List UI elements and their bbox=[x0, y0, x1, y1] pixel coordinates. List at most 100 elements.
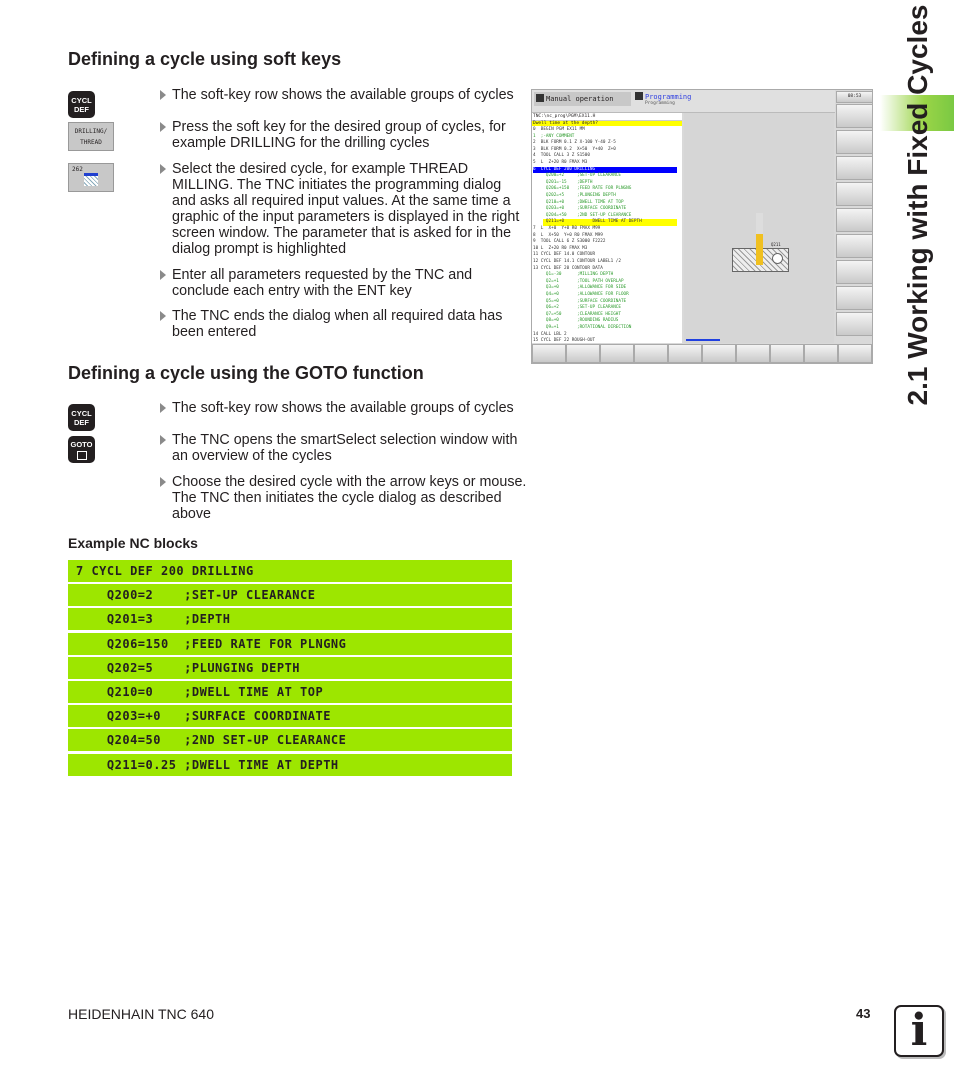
drill-tool bbox=[756, 213, 763, 265]
key-label: CYCL bbox=[71, 95, 92, 105]
program-line: Q200=+2 ;SET-UP CLEARANCE bbox=[533, 173, 621, 179]
arrow-icon bbox=[160, 90, 166, 100]
mode-label: Programming bbox=[645, 93, 692, 101]
horizontal-softkey[interactable] bbox=[804, 344, 838, 363]
vertical-softkey[interactable] bbox=[836, 260, 872, 284]
step-text: The TNC ends the dialog when all require… bbox=[172, 308, 503, 340]
vertical-softkey[interactable] bbox=[836, 130, 872, 154]
program-line: Q206=+150 ;FEED RATE FOR PLNGNG bbox=[533, 186, 632, 192]
program-line: Q5=+0 ;SURFACE COORDINATE bbox=[533, 298, 627, 304]
step-text: The TNC opens the smartSelect selection … bbox=[172, 432, 518, 464]
vertical-softkey[interactable] bbox=[836, 182, 872, 206]
nc-block-line: Q206=150 ;FEED RATE FOR PLNGNG bbox=[68, 632, 512, 655]
info-glyph: i bbox=[910, 1005, 928, 1056]
drilling-thread-softkey: DRILLING/THREAD bbox=[68, 122, 114, 151]
cycle-262-softkey: 262 bbox=[68, 163, 114, 192]
arrow-icon bbox=[160, 164, 166, 174]
chapter-tab bbox=[880, 95, 954, 131]
step: Press the soft key for the desired group… bbox=[158, 119, 528, 151]
horizontal-softkey[interactable] bbox=[600, 344, 634, 363]
program-line: Q204=+50 ;2ND SET-UP CLEARANCE bbox=[533, 212, 632, 218]
horizontal-softkey[interactable] bbox=[702, 344, 736, 363]
softkey-label: DRILLING/ bbox=[74, 127, 108, 135]
help-graphic: Q211 bbox=[684, 113, 834, 343]
vertical-softkey[interactable] bbox=[836, 208, 872, 232]
thread-mill-icon bbox=[84, 173, 98, 186]
step-text: Select the desired cycle, for example TH… bbox=[172, 161, 520, 257]
step-text: The soft-key row shows the available gro… bbox=[172, 400, 514, 416]
program-line: Q7=+50 ;CLEARANCE HEIGHT bbox=[533, 311, 621, 317]
arrow-icon bbox=[160, 270, 166, 280]
horizontal-softkey[interactable] bbox=[634, 344, 668, 363]
nc-block-line: Q200=2 ;SET-UP CLEARANCE bbox=[68, 584, 512, 607]
program-line: Q202=+5 ;PLUNGING DEPTH bbox=[533, 193, 616, 198]
vertical-softkey[interactable] bbox=[836, 156, 872, 180]
program-line: 4 TOOL CALL 3 Z S1500 bbox=[533, 153, 590, 159]
program-line: 2 BLK FORM 0.1 Z X-100 Y-40 Z-5 bbox=[533, 140, 616, 146]
dialog-prompt: Dwell time at the depth? bbox=[532, 121, 682, 126]
program-line: Q9=+1 ;ROTATIONAL DIRECTION bbox=[533, 325, 632, 330]
section-title-goto: Defining a cycle using the GOTO function bbox=[68, 363, 424, 383]
program-line: 3 BLK FORM 0.2 X+50 Y+40 Z+0 bbox=[533, 146, 616, 152]
horizontal-softkey[interactable] bbox=[566, 344, 600, 363]
nc-block-line: Q202=5 ;PLUNGING DEPTH bbox=[68, 656, 512, 679]
program-line: 15 CYCL DEF 22 ROUGH-OUT bbox=[533, 338, 596, 344]
page-number: 43 bbox=[856, 1006, 871, 1021]
horizontal-softkey[interactable] bbox=[770, 344, 804, 363]
footer-product: HEIDENHAIN TNC 640 bbox=[68, 1006, 215, 1022]
arrow-icon bbox=[160, 403, 166, 413]
nc-block-line: Q211=0.25 ;DWELL TIME AT DEPTH bbox=[68, 753, 512, 776]
horizontal-softkey[interactable] bbox=[668, 344, 702, 363]
horizontal-softkey[interactable] bbox=[736, 344, 770, 363]
step: Select the desired cycle, for example TH… bbox=[158, 161, 528, 257]
program-line: Q210=+0 ;DWELL TIME AT TOP bbox=[533, 199, 624, 205]
horizontal-softkey[interactable] bbox=[532, 344, 566, 363]
step-text: Choose the desired cycle with the arrow … bbox=[172, 474, 527, 522]
program-line: Q6=+2 ;SET-UP CLEARANCE bbox=[533, 305, 621, 311]
vertical-softkey[interactable] bbox=[836, 286, 872, 310]
program-line: 7 L X+0 Y+0 R0 FMAX M99 bbox=[533, 226, 601, 231]
program-line: Q8=+0 ;ROUNDING RADIUS bbox=[533, 318, 619, 324]
program-line: 10 L Z+20 R0 FMAX M3 bbox=[533, 245, 588, 251]
clock-display: 08:53 bbox=[836, 91, 872, 103]
program-line: 12 CYCL DEF 14.1 CONTOUR LABEL1 /2 bbox=[533, 259, 621, 264]
key-label: DEF bbox=[74, 104, 89, 114]
vertical-softkey[interactable] bbox=[836, 312, 872, 336]
nc-block-line: Q201=3 ;DEPTH bbox=[68, 608, 512, 631]
program-line: 14 CALL LBL 2 bbox=[533, 331, 567, 337]
program-line: 6 CYCL DEF 200 DRILLING bbox=[533, 166, 677, 173]
key-label: DEF bbox=[74, 417, 89, 427]
program-line: 5 L Z+20 R0 FMAX M3 bbox=[533, 160, 588, 165]
program-line: 9 TOOL CALL 6 Z S3000 F2222 bbox=[533, 239, 606, 245]
program-line: Q203=+0 ;SURFACE COORDINATE bbox=[533, 206, 627, 212]
program-line: Q1=-30 ;MILLING DEPTH bbox=[533, 272, 614, 278]
key-label: CYCL bbox=[71, 408, 92, 418]
vertical-softkey[interactable] bbox=[836, 234, 872, 258]
program-line: 13 CYCL DEF 20 CONTOUR DATA bbox=[533, 265, 603, 271]
step-text: Enter all parameters requested by the TN… bbox=[172, 267, 473, 299]
program-line: Q3=+0 ;ALLOWANCE FOR SIDE bbox=[533, 285, 627, 291]
arrow-icon bbox=[160, 477, 166, 487]
scroll-indicator bbox=[686, 339, 720, 341]
example-title: Example NC blocks bbox=[68, 535, 198, 551]
program-line: 0 BEGIN PGM EX11 MM bbox=[533, 127, 585, 132]
clock-icon bbox=[772, 253, 783, 264]
program-line: 11 CYCL DEF 14.0 CONTOUR bbox=[533, 252, 596, 258]
vertical-softkey[interactable] bbox=[836, 104, 872, 128]
info-icon: i bbox=[894, 1005, 944, 1057]
machine-icon bbox=[536, 94, 544, 102]
program-line: Q201=-15 ;DEPTH bbox=[533, 179, 593, 185]
step: The TNC ends the dialog when all require… bbox=[158, 308, 528, 340]
horizontal-softkey[interactable] bbox=[838, 344, 872, 363]
nc-block-line: 7 CYCL DEF 200 DRILLING bbox=[68, 560, 512, 582]
nc-block-line: Q210=0 ;DWELL TIME AT TOP bbox=[68, 681, 512, 703]
parameter-label: Q211 bbox=[771, 242, 781, 247]
square-icon bbox=[76, 450, 87, 460]
step-text: Press the soft key for the desired group… bbox=[172, 119, 506, 151]
step-text: The soft-key row shows the available gro… bbox=[172, 87, 514, 103]
